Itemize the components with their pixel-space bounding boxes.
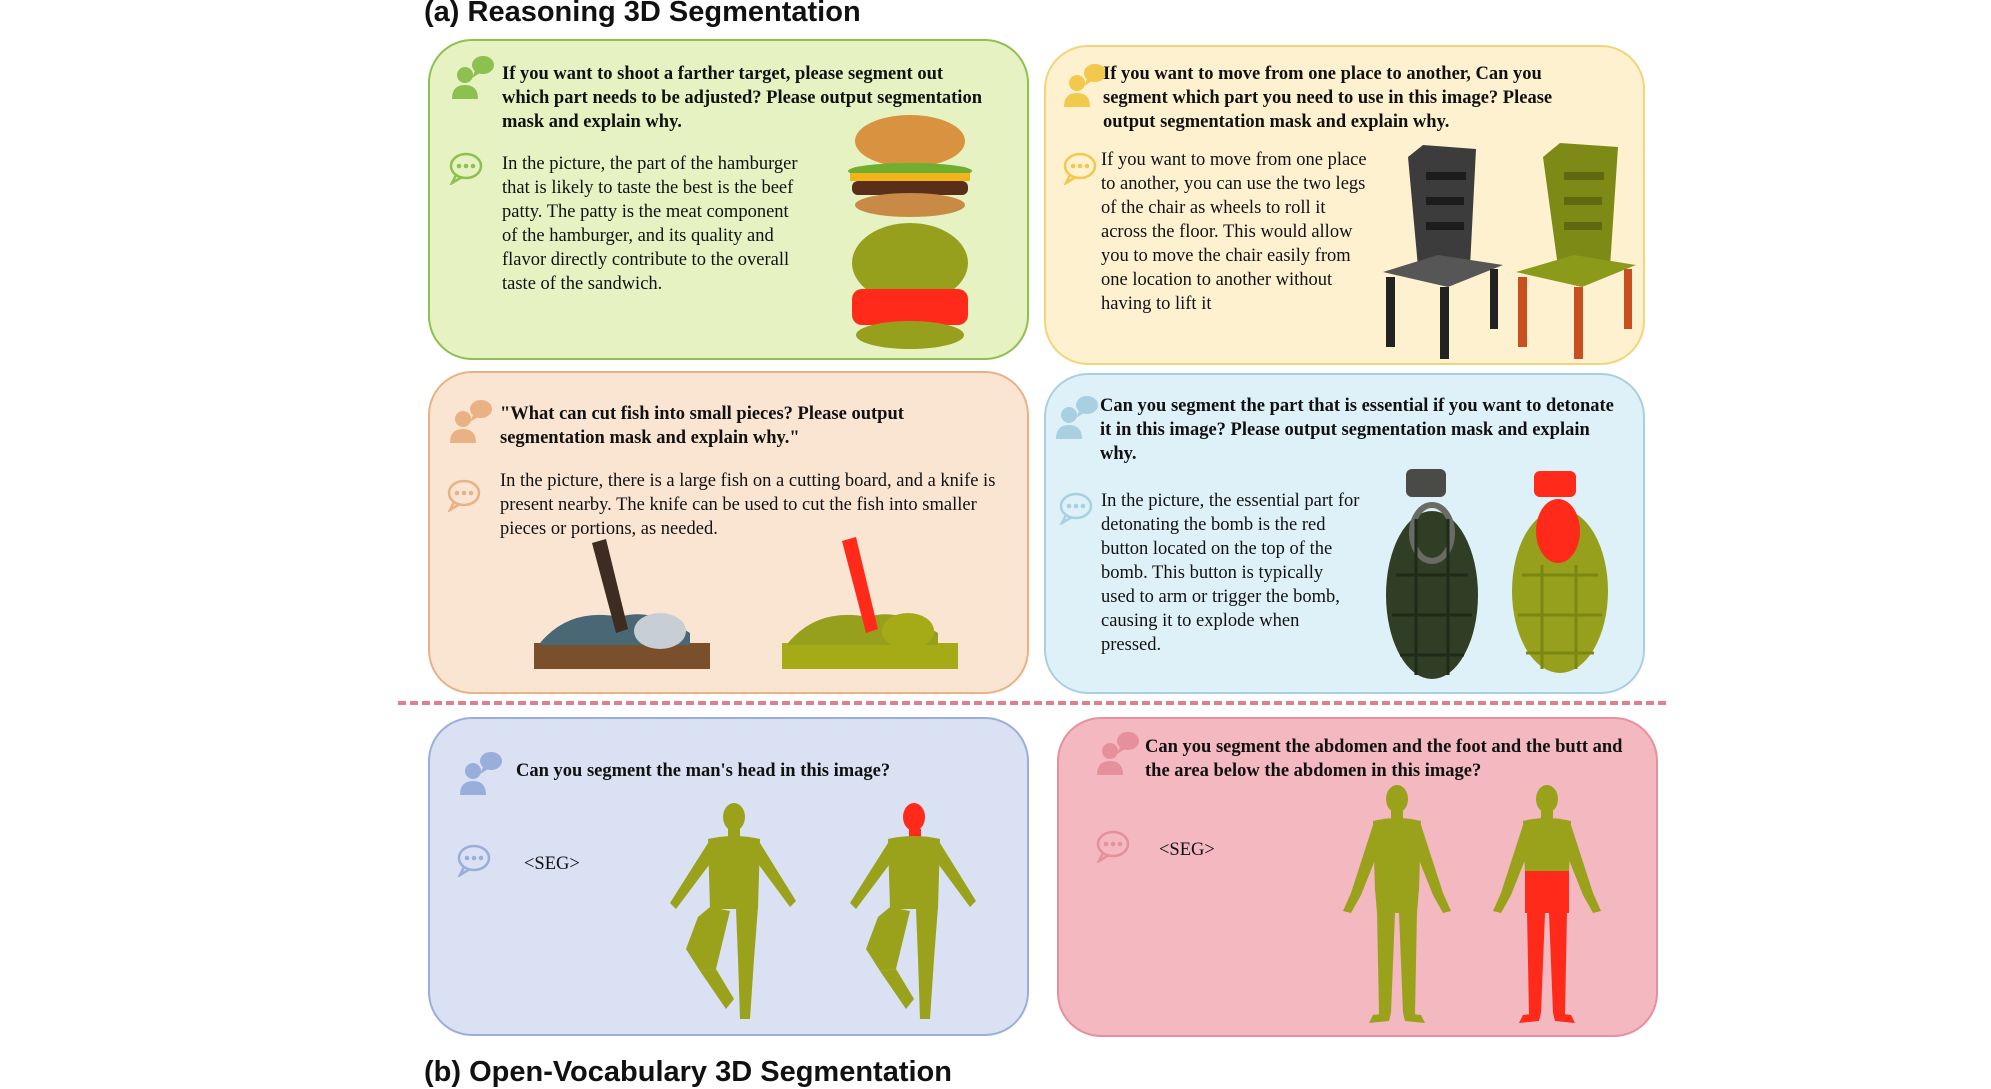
abdomen-question: Can you segment the abdomen and the foot… — [1145, 737, 1623, 781]
user-question-icon — [452, 56, 494, 99]
fish-image — [534, 537, 958, 669]
section-divider — [398, 701, 1666, 705]
chat-bubble-icon — [447, 479, 481, 512]
grenade-answer: In the picture, the essential part for d… — [1101, 491, 1360, 655]
section-a-title: (a) Reasoning 3D Segmentation — [424, 0, 861, 28]
chair-question: If you want to move from one place to an… — [1103, 64, 1553, 132]
grenade-question: Can you segment the part that is essenti… — [1100, 396, 1614, 464]
burger-image — [848, 115, 972, 349]
chat-bubble-icon — [1063, 152, 1097, 185]
user-question-icon — [1097, 732, 1139, 775]
card-grenade: Can you segment the part that is essenti… — [1044, 373, 1645, 694]
chair-answer: If you want to move from one place to an… — [1101, 150, 1367, 314]
section-b-title: (b) Open-Vocabulary 3D Segmentation — [424, 1056, 952, 1088]
card-chair: If you want to move from one place to an… — [1044, 45, 1645, 365]
burger-question: If you want to shoot a farther target, p… — [502, 64, 982, 132]
chair-image — [1383, 143, 1636, 359]
card-burger: If you want to shoot a farther target, p… — [428, 39, 1029, 360]
head-answer: <SEG> — [524, 854, 580, 874]
chat-bubble-icon — [1059, 492, 1093, 525]
abdomen-answer: <SEG> — [1159, 840, 1215, 860]
fish-answer: In the picture, there is a large fish on… — [500, 471, 996, 539]
burger-answer: In the picture, the part of the hamburge… — [502, 154, 798, 294]
user-question-icon — [1056, 396, 1098, 439]
fish-question: "What can cut fish into small pieces? Pl… — [500, 404, 904, 448]
head-question: Can you segment the man's head in this i… — [516, 761, 891, 781]
card-head: Can you segment the man's head in this i… — [428, 717, 1029, 1036]
user-question-icon — [1064, 64, 1106, 107]
chat-bubble-icon — [457, 844, 491, 877]
human-abdomen-image — [1343, 785, 1601, 1023]
card-abdomen: Can you segment the abdomen and the foot… — [1057, 717, 1658, 1037]
grenade-image — [1386, 469, 1608, 679]
human-head-image — [670, 803, 976, 1019]
user-question-icon — [460, 752, 502, 795]
chat-bubble-icon — [1096, 830, 1130, 863]
chat-bubble-icon — [449, 152, 483, 185]
user-question-icon — [450, 400, 492, 443]
card-fish: "What can cut fish into small pieces? Pl… — [428, 371, 1029, 694]
